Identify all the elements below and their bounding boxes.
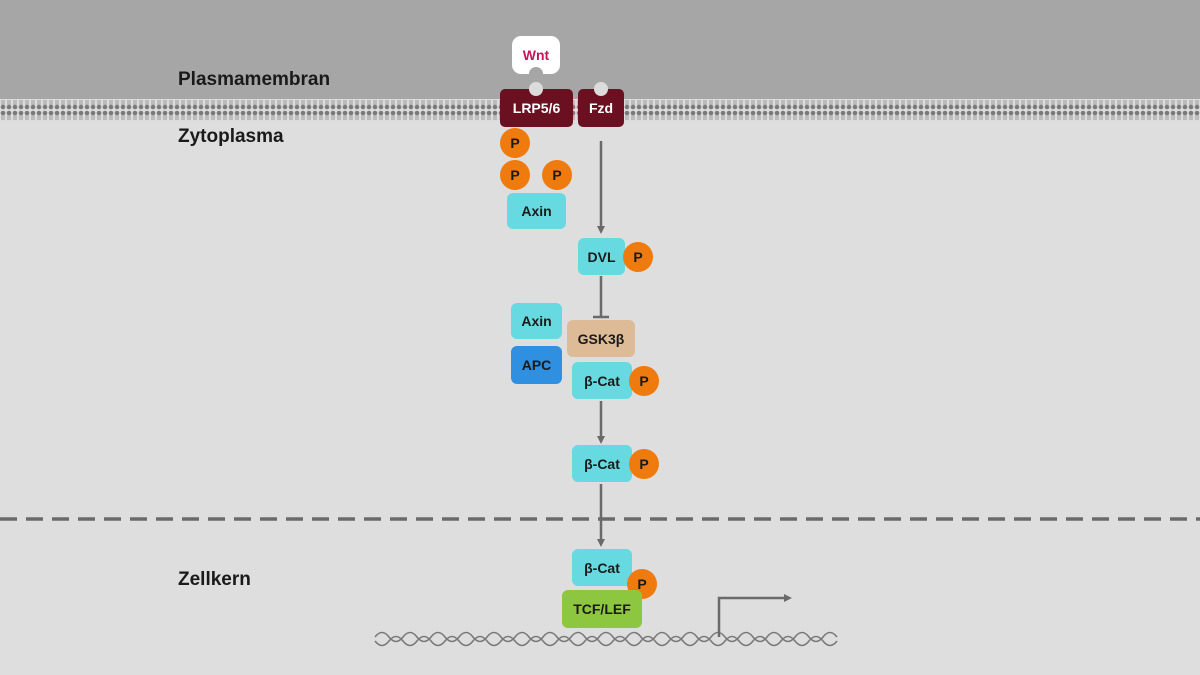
label-nucleus: Zellkern [178,569,251,590]
wnt-binding-notch [529,67,543,81]
phosphate-lrp-2: P [500,160,530,190]
fzd-binding-notch [594,82,608,96]
dvl-protein: DVL [578,238,625,275]
wnt-label: Wnt [522,47,550,63]
wnt-ligand: Wnt [512,36,560,81]
gsk3b-kinase: GSK3β [567,320,635,357]
beta-catenin-free: β-Cat [572,445,632,482]
phosphate-bcat-nuclear: P [627,569,657,599]
phosphate-lrp-1: P [500,128,530,158]
lrp-binding-notch [529,82,543,96]
axin-destruction-complex: Axin [511,303,562,339]
tcf-lef-factor: TCF/LEF [562,590,642,628]
beta-catenin-complex: β-Cat [572,362,632,399]
phosphate-bcat-free: P [629,449,659,479]
phosphate-dvl: P [623,242,653,272]
lrp5-6-label: LRP5/6 [512,100,561,116]
frizzled-receptor: Fzd [578,82,624,127]
axin-membrane: Axin [507,193,566,229]
apc-protein: APC [511,346,562,384]
frizzled-label: Fzd [588,100,614,116]
phosphate-lrp-3: P [542,160,572,190]
beta-catenin-nuclear: β-Cat [572,549,632,586]
phosphate-bcat-complex: P [629,366,659,396]
label-cytoplasm: Zytoplasma [178,126,284,147]
label-plasma-membrane: Plasmamembran [178,69,331,90]
lrp5-6-receptor: LRP5/6 [500,82,573,127]
transcription-start-arrow [717,594,792,637]
dna-double-helix [374,631,838,647]
